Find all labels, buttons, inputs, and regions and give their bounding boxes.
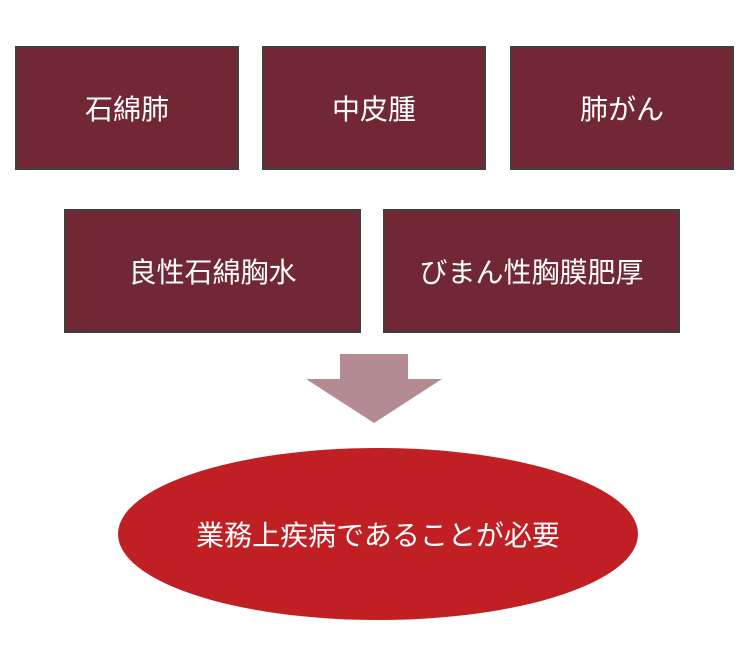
disease-box-asbestosis: 石綿肺 — [15, 46, 239, 170]
disease-label: 良性石綿胸水 — [128, 256, 297, 289]
disease-box-diffuse-pleural-thickening: びまん性胸膜肥厚 — [383, 209, 680, 333]
disease-label: 石綿肺 — [84, 93, 169, 126]
down-arrow-icon — [306, 354, 442, 423]
disease-box-lung-cancer: 肺がん — [510, 46, 734, 170]
down-arrow-shape — [306, 354, 442, 423]
disease-label: 中皮腫 — [331, 93, 416, 126]
disease-box-mesothelioma: 中皮腫 — [262, 46, 486, 170]
conclusion-ellipse: 業務上疾病であることが必要 — [118, 448, 638, 620]
disease-box-benign-asbestos-pleural-effusion: 良性石綿胸水 — [64, 209, 361, 333]
disease-label: びまん性胸膜肥厚 — [419, 256, 644, 289]
disease-label: 肺がん — [579, 93, 664, 126]
conclusion-label: 業務上疾病であることが必要 — [196, 519, 560, 552]
